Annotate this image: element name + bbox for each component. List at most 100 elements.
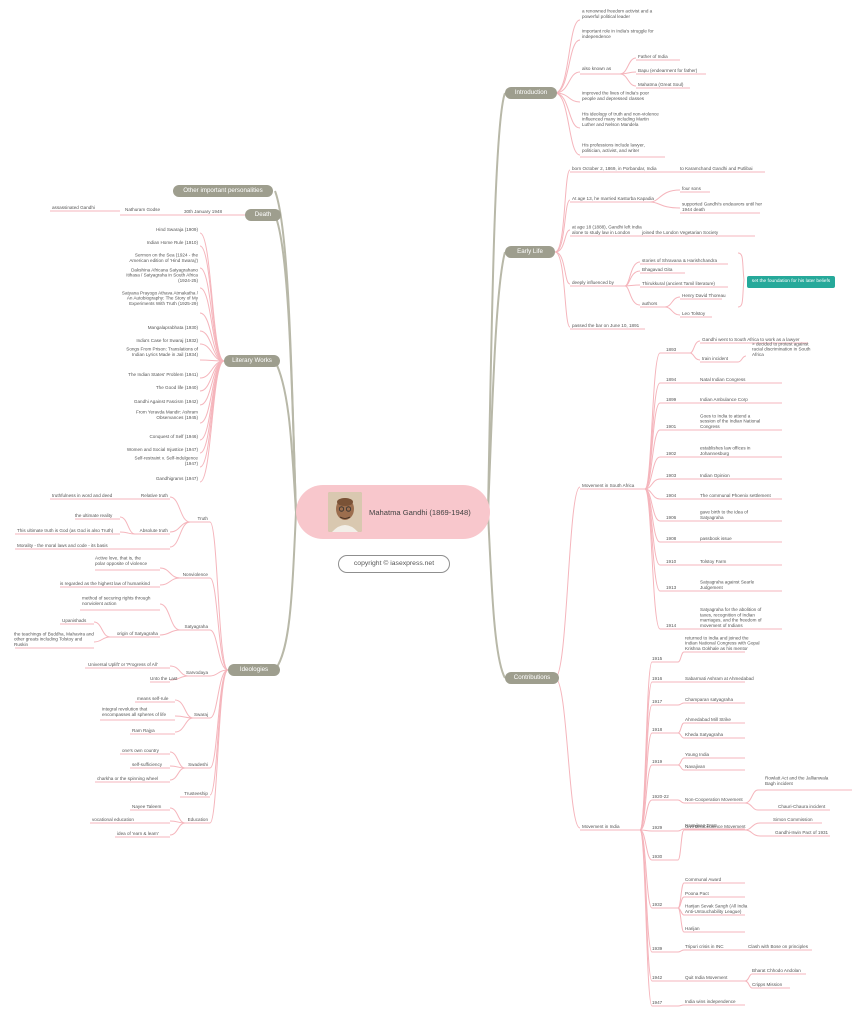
sa-text: Judgement [700,585,723,590]
literary-item: Observances (1945) [156,415,198,420]
india-item: Indian National Congress with Gopal [685,641,760,646]
india-sub: Clash with Bose on principles [748,944,809,949]
literary-item: Itihasa / Satyagraha in South Africa [126,273,198,278]
ideology-label: Nonviolence [183,572,209,577]
nonviolence-item: is regarded as the highest law of humank… [60,581,150,586]
india-item: Harijan [685,926,700,931]
sa-train: train incident [702,356,729,361]
early-gita: Bhagavad Gita [642,267,673,272]
literary-item: Gandhi Against Fascism (1942) [134,399,199,404]
topic-other-personalities[interactable]: Other important personalities [173,185,273,197]
sa-text: session of the Indian National [700,419,760,424]
ideology-label: Truth [197,516,208,521]
india-item: Poona Pact [685,891,709,896]
leaf-connector [744,829,761,837]
leaf-connector [677,757,685,766]
swadeshi-item: charkha or the spinning wheel [97,776,158,781]
truth-absolute-sub: the ultimate reality [75,513,113,518]
india-item: Navajivan Trust [685,823,717,828]
leaf-connector [677,1004,685,1007]
alias-item: Bapu (endearment for father) [638,68,698,73]
india-item: returned to India and joined the [685,635,749,640]
india-year: 1932 [652,902,663,907]
sa-year: 1908 [666,536,677,541]
truth-absolute-sub: This ultimate truth is God (as God is al… [17,528,114,533]
literary-item: Songs From Prison: Translations of [126,347,198,352]
sa-text: Goes to India to attend a [700,413,751,418]
text-layer: a renowned freedom activist and apowerfu… [14,9,829,1005]
sa-year: 1903 [666,473,677,478]
main-connectors [274,92,506,679]
education-item: vocational education [92,817,134,822]
ideology-label: Swaraj [194,712,208,717]
sa-text: Satyagraha against Searle [700,580,755,585]
literary-item: Dakshina Africana Satyagrahano [131,267,198,272]
topic-literary-works[interactable]: Literary Works [224,355,280,367]
sa-text: Indian Opinion [700,473,730,478]
literary-item: Women and Social Injustice (1947) [127,447,199,452]
topic-ideologies[interactable]: Ideologies [228,664,280,676]
sa-year: 1910 [666,559,677,564]
leaf-connector [677,799,685,804]
leaf-connector [644,456,661,490]
india-item: Champaran satyagraha [685,697,733,702]
sa-text: Satyagraha [700,515,724,520]
sa-train-detail: Africa [752,352,764,357]
satyagraha-method: nonviolent action [82,601,117,606]
literary-item: Hind Swaraja (1909) [156,227,198,232]
nonviolence-item: polar opposite of violence [95,561,148,566]
india-year: 1929 [652,825,663,830]
death-by: Nathuram Godse [125,207,160,212]
india-item: Krishna Gokhale as his mentor [685,646,748,651]
sa-year: 1894 [666,377,677,382]
topic-early-life[interactable]: Early Life [505,246,555,258]
early-authors-label: authors [642,301,658,306]
leaf-connectors [554,19,765,831]
sa-year: 1913 [666,585,677,590]
india-year: 1917 [652,699,663,704]
india-item: Quit India Movement [685,975,728,980]
literary-item: Experiments With Truth (1925-29) [129,301,198,306]
early-vegetarian: joined the London Vegetarian Society [641,230,719,235]
early-born-to: to Karamchand Gandhi and Putlibai [680,166,753,171]
sa-text: Tolstoy Farm [700,559,726,564]
early-supported: 1944 death [682,207,705,212]
early-author: Henry David Thoreau [682,293,726,298]
india-item: Civil Disobedience Movement [685,824,746,829]
truth-relative-sub: truthfulness in word and deed [52,493,113,498]
sa-year: 1906 [666,515,677,520]
intro-item: politician, activist, and writer [582,148,640,153]
india-year: 1915 [652,656,663,661]
sa-text: establishes law offices in [700,446,751,451]
intro-item: powerful political leader [582,14,630,19]
india-sub: Gandhi-Irwin Pact of 1931 [775,830,829,835]
sa-year: 1914 [666,623,677,628]
intro-item: also known as [582,66,612,71]
leaf-connector [677,702,685,706]
swaraj-item: encompasses all spheres of life [102,712,167,717]
topic-contributions[interactable]: Contributions [505,672,559,684]
india-year: 1919 [652,759,663,764]
early-stories: stories of Shravana & Harishchandra [642,258,718,263]
central-topic[interactable]: Mahatma Gandhi (1869-1948) [296,485,490,539]
india-sub: Cripps Mission [752,982,783,987]
sa-text: gave birth to the idea of [700,510,749,515]
india-sub: Bagh incident [765,781,794,786]
intro-item: His ideology of truth and non-violence [582,111,659,116]
sa-year: 1904 [666,493,677,498]
literary-item: Conquest of Self (1946) [149,434,198,439]
literary-item: Gandhigrams (1947) [156,476,199,481]
ideology-label: Trusteeship [184,791,208,796]
sa-text: Natal Indian Congress [700,377,746,382]
leaf-connector [677,949,685,953]
sarvodaya-item: Universal Uplift' or 'Progress of All' [88,662,158,667]
leaf-connector [677,882,685,909]
leaf-connector [644,352,661,490]
leaf-connector [744,802,759,811]
topic-introduction[interactable]: Introduction [505,87,557,99]
sa-label: Movement in South Africa [582,483,635,488]
topic-death[interactable]: Death [245,209,281,221]
intro-item: Luther and Nelson Mandela [582,122,639,127]
india-year: 1947 [652,1000,663,1005]
literary-item: From Yeravda Mandir: Ashram [136,410,198,415]
